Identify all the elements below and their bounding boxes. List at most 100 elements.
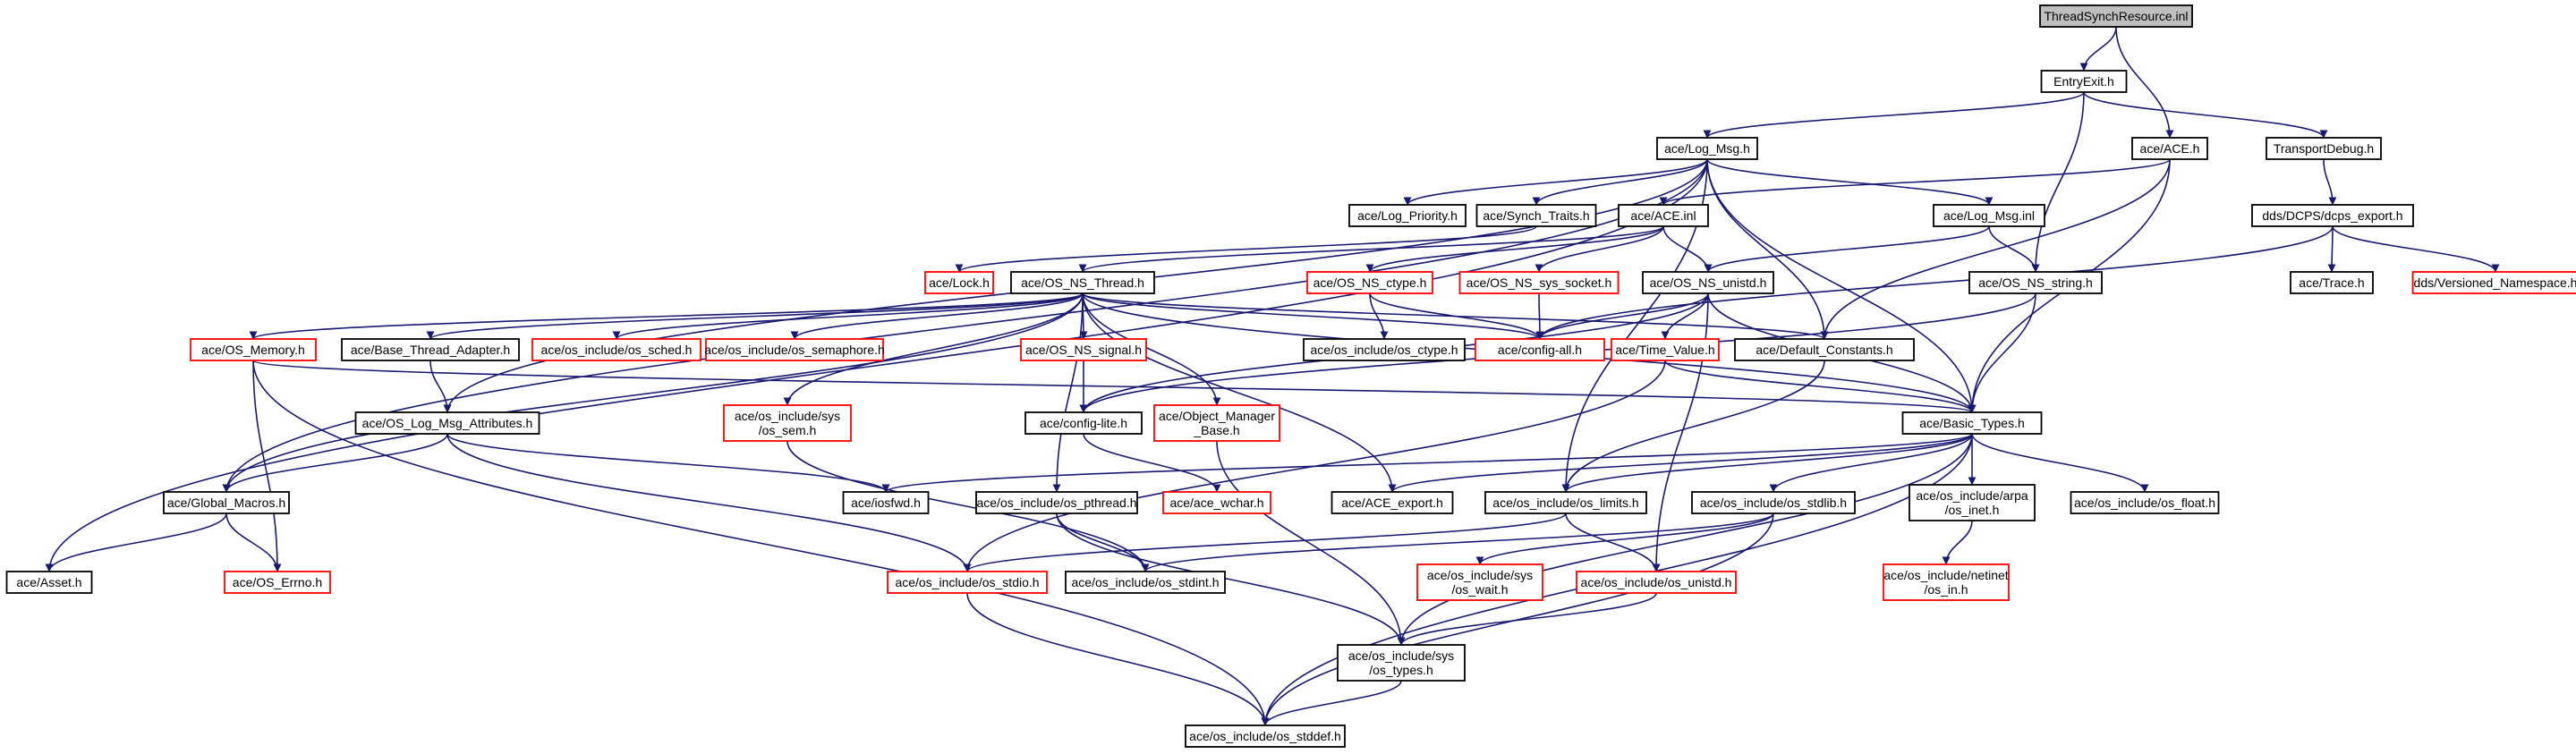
node-log-priority[interactable]: ace/Log_Priority.h (1348, 204, 1467, 227)
node-box (924, 271, 994, 294)
node-ace-wchar[interactable]: ace/ace_wchar.h (1162, 491, 1271, 514)
node-label: ace/os_include/sys (1427, 568, 1533, 582)
node-lock-h[interactable]: ace/Lock.h (924, 271, 994, 294)
node-label: ace/os_include/sys (1348, 648, 1454, 663)
node-os-pthread[interactable]: ace/os_include/os_pthread.h (975, 491, 1138, 514)
node-os-stddef[interactable]: ace/os_include/os_stddef.h (1185, 724, 1346, 748)
node-box (1475, 204, 1597, 227)
node-os-ctype[interactable]: ace/os_include/os_ctype.h (1303, 338, 1466, 361)
node-label: ace/Time_Value.h (1615, 343, 1714, 357)
edge-time-value-to-basic-types (1664, 360, 1977, 413)
node-label: ace/os_include/os_limits.h (1492, 496, 1638, 510)
node-arpa-inet[interactable]: ace/os_include/arpa/os_inet.h (1909, 484, 2036, 521)
node-box (1618, 204, 1709, 227)
edge-transportdebug-to-dcps-export (2323, 158, 2337, 206)
node-transportdebug[interactable]: TransportDebug.h (2266, 137, 2382, 160)
edge-arpa-inet-to-netinet-os-in (1942, 520, 1973, 565)
node-box (354, 411, 540, 435)
node-box (2131, 137, 2208, 160)
node-os-float[interactable]: ace/os_include/os_float.h (2070, 491, 2220, 514)
node-os-stdio[interactable]: ace/os_include/os_stdio.h (887, 571, 1048, 594)
node-config-all[interactable]: ace/config-all.h (1475, 338, 1605, 361)
node-basic-types[interactable]: ace/Basic_Types.h (1901, 411, 2043, 435)
node-sys-os-types[interactable]: ace/os_include/sys/os_types.h (1337, 644, 1466, 682)
node-os-semaphore[interactable]: ace/os_include/os_semaphore.h (704, 338, 885, 361)
node-default-constants[interactable]: ace/Default_Constants.h (1734, 338, 1915, 361)
edge-ace-inl-to-os-ns-sys-socket (1535, 225, 1664, 273)
edge-log-msg-inl-to-os-ns-unistd (1704, 225, 1990, 273)
edge-synch-traits-to-lock-h (955, 225, 1537, 273)
node-label: ace/os_include/os_stdlib.h (1700, 496, 1847, 510)
node-box (1691, 491, 1856, 514)
node-box (1185, 724, 1346, 748)
node-log-msg-h[interactable]: ace/Log_Msg.h (1656, 137, 1758, 160)
node-label: ThreadSynchResource.inl (2044, 9, 2188, 23)
node-box (1475, 338, 1605, 361)
node-label: ace/Synch_Traits.h (1483, 208, 1589, 223)
node-ace-export[interactable]: ace/ACE_export.h (1331, 491, 1454, 514)
edge-os-log-msg-attributes-to-iosfwd (446, 433, 890, 493)
node-netinet-os-in[interactable]: ace/os_include/netinet/os_in.h (1883, 563, 2010, 601)
node-os-ns-string[interactable]: ace/OS_NS_string.h (1968, 271, 2103, 294)
node-object-manager-base[interactable]: ace/Object_Manager_Base.h (1153, 404, 1280, 442)
node-ace-inl[interactable]: ace/ACE.inl (1618, 204, 1709, 227)
node-config-lite[interactable]: ace/config-lite.h (1024, 411, 1143, 435)
edge-object-manager-base-to-sys-os-types (1216, 440, 1406, 646)
node-box (887, 571, 1048, 594)
node-os-errno[interactable]: ace/OS_Errno.h (224, 571, 331, 594)
node-os-memory[interactable]: ace/OS_Memory.h (190, 338, 317, 361)
node-label: /os_types.h (1369, 663, 1433, 677)
node-iosfwd[interactable]: ace/iosfwd.h (842, 491, 930, 514)
node-os-unistd[interactable]: ace/os_include/os_unistd.h (1576, 571, 1737, 594)
node-box (1656, 137, 1758, 160)
edge-entryexit-to-log-msg-h (1703, 91, 2085, 139)
node-label: ace/os_include/os_sched.h (541, 343, 693, 357)
node-box (1909, 484, 2036, 521)
node-log-msg-inl[interactable]: ace/Log_Msg.inl (1933, 204, 2045, 227)
node-synch-traits[interactable]: ace/Synch_Traits.h (1475, 204, 1597, 227)
node-asset-h[interactable]: ace/Asset.h (5, 571, 93, 594)
node-label: ace/config-all.h (1498, 343, 1582, 357)
node-os-stdint[interactable]: ace/os_include/os_stdint.h (1065, 571, 1226, 594)
edge-ace-h-to-ace-inl (1659, 158, 2171, 206)
edge-os-pthread-to-os-stdint (1056, 513, 1150, 572)
edge-log-msg-h-to-synch-traits (1532, 158, 1708, 206)
node-label: ace/Trace.h (2299, 275, 2364, 290)
node-dcps-export[interactable]: dds/DCPS/dcps_export.h (2251, 204, 2414, 227)
node-os-sys-sem[interactable]: ace/os_include/sys/os_sem.h (723, 404, 852, 442)
node-global-macros[interactable]: ace/Global_Macros.h (163, 491, 290, 514)
node-os-ns-unistd[interactable]: ace/OS_NS_unistd.h (1642, 271, 1774, 294)
node-os-ns-signal[interactable]: ace/OS_NS_signal.h (1020, 338, 1147, 361)
edge-os-pthread-to-sys-os-types (1056, 513, 1406, 646)
node-trace-h[interactable]: ace/Trace.h (2290, 271, 2374, 294)
node-box (1065, 571, 1226, 594)
node-label: ace/Default_Constants.h (1756, 343, 1892, 357)
edge-log-msg-h-to-log-msg-inl (1706, 158, 1994, 206)
node-box (1337, 644, 1466, 682)
node-label: ace/config-lite.h (1040, 416, 1127, 430)
node-time-value[interactable]: ace/Time_Value.h (1611, 338, 1720, 361)
edge-os-ns-thread-to-os-sched (612, 292, 1084, 340)
node-os-ns-sys-socket[interactable]: ace/OS_NS_sys_socket.h (1458, 271, 1620, 294)
node-os-ns-ctype[interactable]: ace/OS_NS_ctype.h (1306, 271, 1433, 294)
edge-os-ns-thread-to-base-thread-adapter (426, 292, 1084, 340)
node-box (1162, 491, 1271, 514)
node-os-log-msg-attributes[interactable]: ace/OS_Log_Msg_Attributes.h (354, 411, 540, 435)
node-box (1331, 491, 1454, 514)
node-os-sched[interactable]: ace/os_include/os_sched.h (531, 338, 701, 361)
node-box (1883, 563, 2010, 601)
node-ace-h[interactable]: ace/ACE.h (2131, 137, 2208, 160)
node-sys-os-wait[interactable]: ace/os_include/sys/os_wait.h (1416, 563, 1543, 601)
node-label: /os_wait.h (1451, 582, 1508, 597)
node-root[interactable]: ThreadSynchResource.inl (2039, 4, 2193, 28)
edge-os-ns-thread-to-os-memory (249, 292, 1084, 340)
node-base-thread-adapter[interactable]: ace/Base_Thread_Adapter.h (341, 338, 520, 361)
node-os-stdlib[interactable]: ace/os_include/os_stdlib.h (1691, 491, 1856, 514)
node-versioned-ns[interactable]: dds/Versioned_Namespace.h (2411, 271, 2576, 294)
node-entryexit[interactable]: EntryExit.h (2040, 70, 2128, 93)
edge-os-unistd-to-sys-os-types (1397, 592, 1657, 646)
edge-dcps-export-to-config-all (1535, 225, 2334, 340)
node-os-ns-thread[interactable]: ace/OS_NS_Thread.h (1010, 271, 1155, 294)
node-label: ace/os_include/sys (735, 409, 840, 423)
node-os-limits[interactable]: ace/os_include/os_limits.h (1484, 491, 1647, 514)
